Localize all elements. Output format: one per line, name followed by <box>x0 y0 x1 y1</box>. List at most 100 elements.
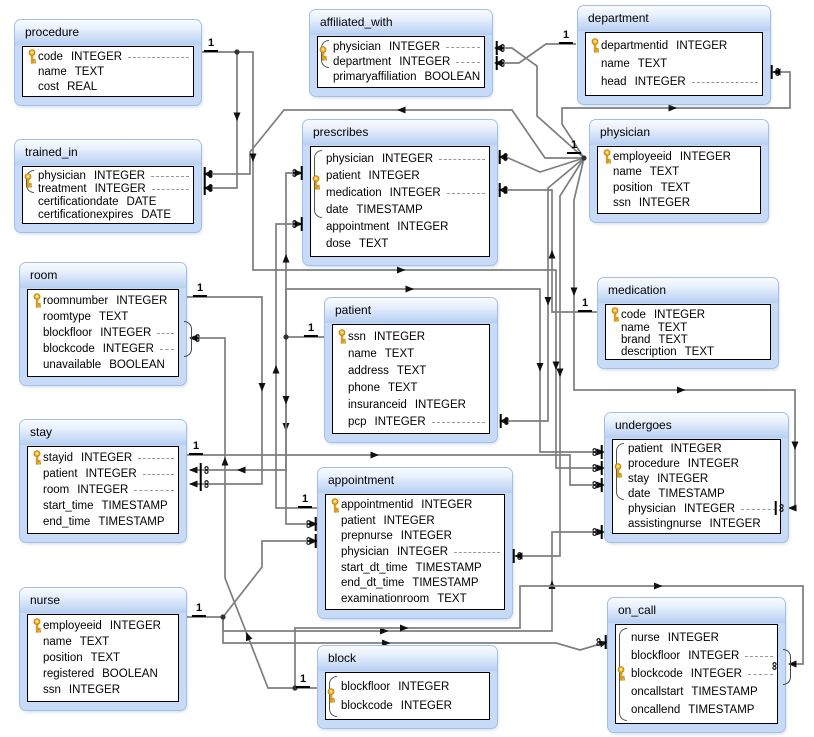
field-name: room <box>43 483 70 496</box>
field-name: procedure <box>628 458 680 471</box>
cardinality-many: ∞ <box>495 56 510 70</box>
field-name: appointmentid <box>341 499 414 512</box>
field-name: code <box>38 50 63 63</box>
fk-dash <box>747 673 773 675</box>
field-type: INTEGER <box>676 39 728 52</box>
field-name: physician <box>326 152 374 165</box>
field-name: code <box>621 308 646 321</box>
field-type: TIMESTAMP <box>356 204 423 217</box>
table-title: trained_in <box>15 140 201 165</box>
fk-dash <box>691 81 758 84</box>
field-name: dose <box>326 238 351 251</box>
field-name: patient <box>326 169 361 182</box>
relationship-patient.ssn->stay.patient <box>189 337 287 474</box>
primary-key-icon <box>331 497 339 513</box>
field-type: DATE <box>126 195 157 208</box>
field-name: patient <box>341 514 376 527</box>
field-type: TIMESTAMP <box>412 577 479 590</box>
field-name: date <box>628 487 651 500</box>
field-name: description <box>621 346 677 358</box>
key-gutter <box>335 329 348 344</box>
field-type: INTEGER <box>109 619 161 632</box>
field-type: INTEGER <box>77 483 129 496</box>
field-name: ssn <box>348 330 366 343</box>
primary-key-icon <box>617 666 626 681</box>
primary-key-icon <box>33 618 41 633</box>
field-type: INTEGER <box>381 152 434 165</box>
junction-dot <box>581 155 587 161</box>
field-name: primaryaffiliation <box>333 71 417 84</box>
field-type: INTEGER <box>653 308 706 321</box>
field-name: employeeid <box>613 150 672 163</box>
field-name: name <box>348 347 377 360</box>
composite-pk-key <box>318 45 328 66</box>
field-name: unavailable <box>43 359 102 372</box>
field-name: treatment <box>38 182 87 195</box>
field-type: TEXT <box>637 58 668 70</box>
composite-pk-key <box>326 688 336 708</box>
table-title: nurse <box>20 588 186 613</box>
field-name: brand <box>621 334 651 346</box>
field-type: TIMESTAMP <box>415 561 482 574</box>
field-type: INTEGER <box>414 398 466 411</box>
field-name: stayid <box>43 451 74 464</box>
key-gutter <box>608 307 621 322</box>
primary-key-icon <box>24 173 33 188</box>
field-name: roomnumber <box>43 294 109 307</box>
field-name: blockcode <box>43 343 95 356</box>
field-name: physician <box>341 546 389 558</box>
field-type: INTEGER <box>690 667 742 680</box>
field-name: pcp <box>348 415 367 428</box>
relationship-patient.ssn->undergoes.patient <box>285 288 605 456</box>
field-type: INTEGER <box>400 530 452 543</box>
cardinality-one: 1 <box>203 38 219 52</box>
field-type: INTEGER <box>400 699 452 712</box>
field-type: INTEGER <box>670 443 722 456</box>
composite-pk-key <box>613 463 623 483</box>
primary-key-icon <box>611 307 619 322</box>
field-type: TEXT <box>387 381 418 394</box>
relationship-department.departmentid->affiliated_with.department <box>494 43 576 67</box>
cardinality-many: ∞ <box>302 534 317 548</box>
field-type: INTEGER <box>396 546 449 558</box>
field-name: position <box>43 651 83 664</box>
field-type: INTEGER <box>102 343 154 356</box>
cardinality-many: ∞ <box>203 181 218 195</box>
field-type: INTEGER <box>388 40 441 53</box>
cardinality-many: ∞ <box>498 150 513 164</box>
cardinality-many: ∞ <box>302 517 317 531</box>
